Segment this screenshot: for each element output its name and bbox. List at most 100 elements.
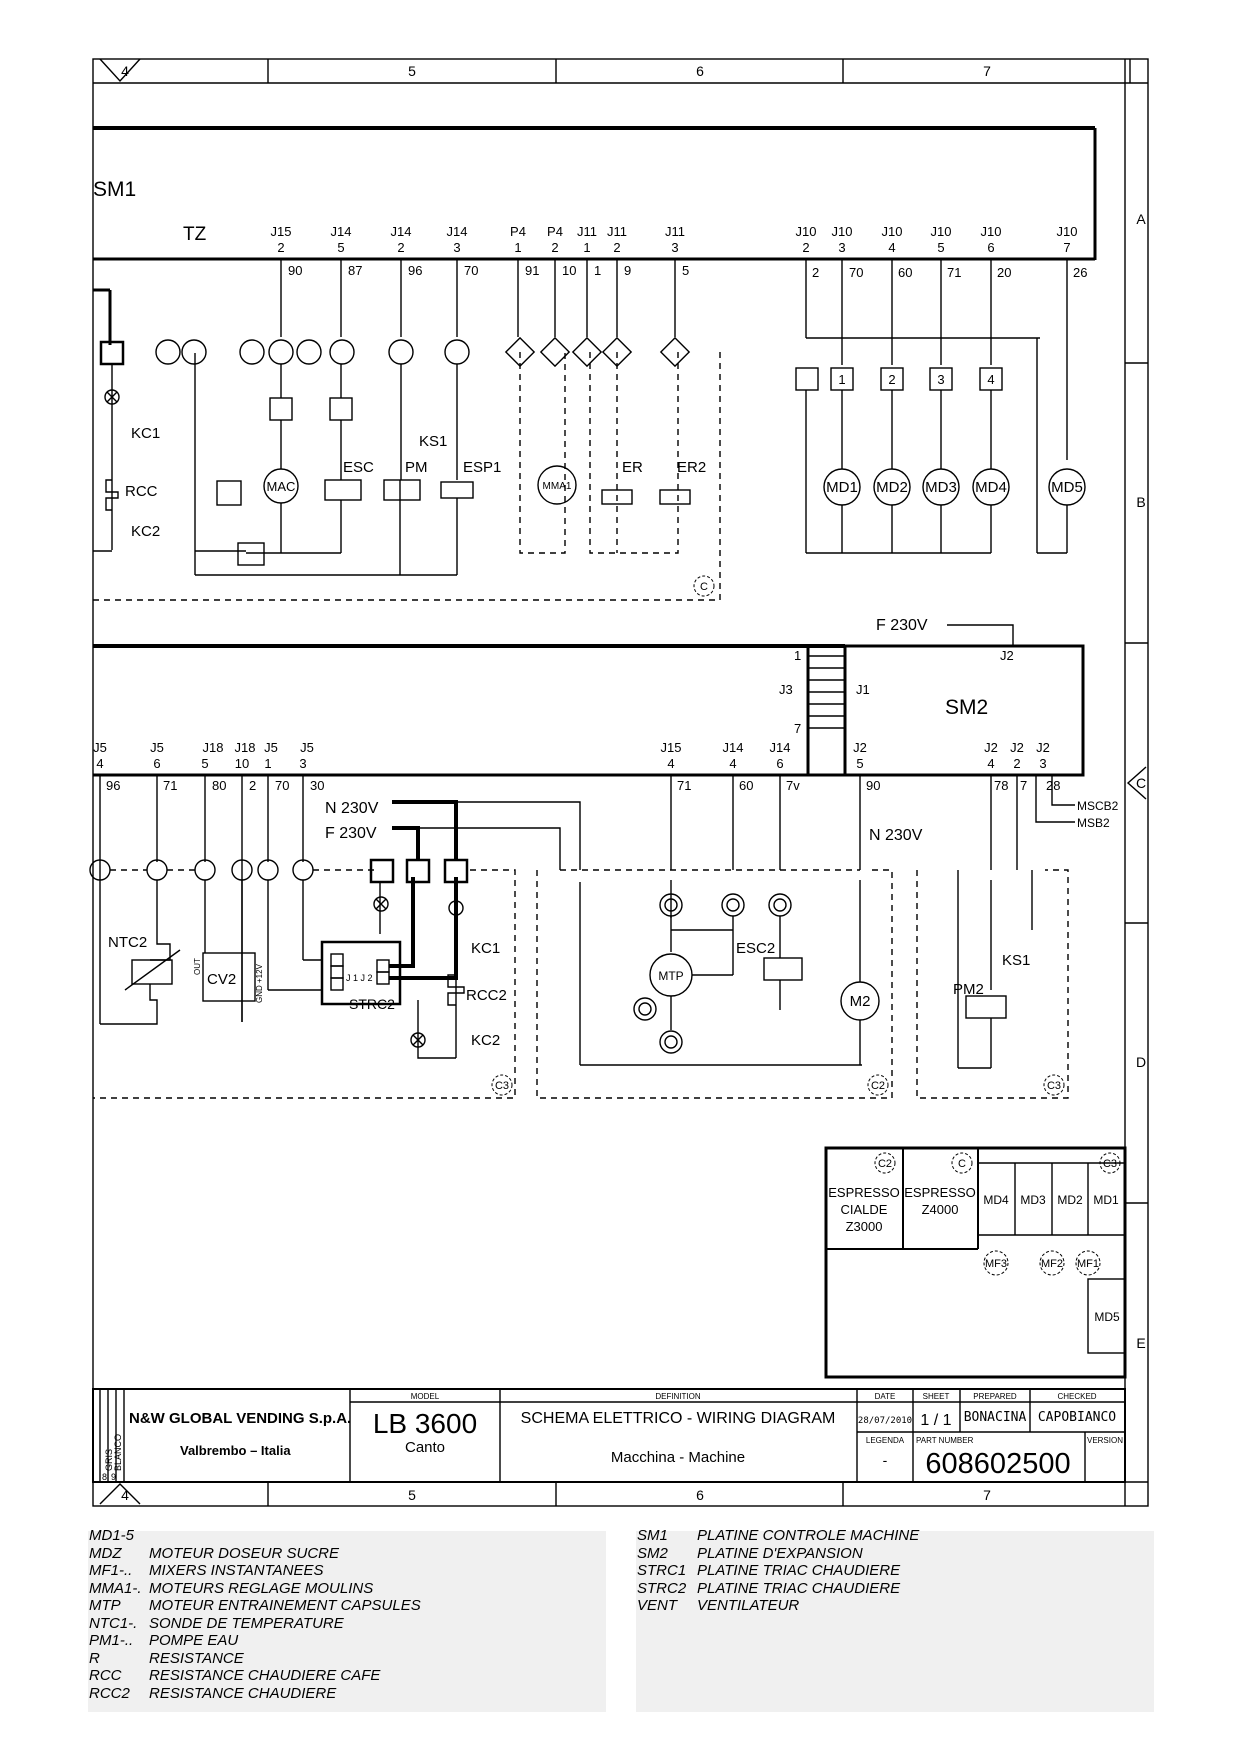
- legend-description: PLATINE TRIAC CHAUDIERE: [697, 1562, 901, 1579]
- sm1-pin: 1: [514, 240, 521, 255]
- sm2-conn: J18: [203, 740, 224, 755]
- n-supply-2-label: N 230V: [869, 827, 923, 844]
- md-terminal-1: 1: [838, 372, 845, 387]
- legend-code: STRC2: [637, 1579, 687, 1597]
- sm1-conn-j11a: J11: [577, 224, 597, 239]
- sm1-wire: 90: [288, 263, 302, 278]
- mscb2-label: MSCB2: [1077, 799, 1119, 813]
- sm2-j3-j1-lines: [808, 655, 845, 729]
- sm2-wire-labels: 96 71 80 2 70 30 71 60 7v 90 78 7 28: [106, 778, 1060, 793]
- f-supply-label: F 230V: [325, 825, 377, 842]
- vt-md3: MD3: [1020, 1193, 1046, 1207]
- sm1-pin-drops: [280, 259, 1068, 460]
- col-label-5: 5: [408, 63, 416, 79]
- m2-label: M2: [850, 993, 871, 1010]
- sm2-conn: J5: [264, 740, 278, 755]
- legend-description: MOTEUR ENTRAINEMENT CAPSULES: [149, 1597, 421, 1614]
- sm1-wire: 2: [812, 265, 819, 280]
- sm2-conn: J14: [770, 740, 791, 755]
- legend-code: RCC: [89, 1667, 122, 1684]
- sm2-pin: 6: [776, 756, 783, 771]
- sm1-conn-j10a: J10: [796, 224, 817, 239]
- sm2-pin7-label: 7: [794, 721, 801, 736]
- sm2-pin: 10: [235, 756, 249, 771]
- sm2-supply-label: F 230V: [876, 617, 928, 634]
- side-tag-blanco: BLANCO: [113, 1434, 123, 1471]
- kc2-top-label: KC2: [131, 523, 160, 540]
- sm1-wire-labels: 90 87 96 70 91 10 1 9 5 2 70 60 71 20 26: [288, 263, 1087, 280]
- top-connector-row: [155, 339, 470, 365]
- sm2-conn: J18: [235, 740, 256, 755]
- sm2-conn: J5: [150, 740, 164, 755]
- legend-description: SONDE DE TEMPERATURE: [149, 1614, 344, 1632]
- rcc-top-label: RCC: [125, 483, 158, 500]
- sm1-conn-j11b: J11: [607, 224, 627, 239]
- sm1-conn-j14c: J14: [447, 224, 468, 239]
- legend-code: MF1-..: [89, 1562, 133, 1579]
- sm1-conn-p4a: P4: [510, 224, 526, 239]
- legend-code: SM2: [637, 1544, 668, 1562]
- sm2-pin-labels: 4 6 5 10 1 3 4 4 6 5 4 2 3: [96, 756, 1046, 771]
- sm2-wire: 7: [1020, 778, 1027, 793]
- vt-c3-tag: C3: [1103, 1158, 1117, 1170]
- sm1-conn-j14b: J14: [391, 224, 412, 239]
- legend-right-panel: [636, 1531, 1154, 1712]
- model-name: LB 3600: [373, 1408, 477, 1439]
- mma1-motor: [537, 465, 577, 505]
- vt-col-c2-line2: CIALDE: [841, 1202, 888, 1217]
- vt-col-c2-line3: Z3000: [846, 1219, 883, 1234]
- definition-title: SCHEMA ELETTRICO - WIRING DIAGRAM: [521, 1410, 836, 1427]
- sm1-conn-j14a: J14: [331, 224, 352, 239]
- sm2-conn: J14: [723, 740, 744, 755]
- model-sub: Canto: [405, 1439, 445, 1456]
- vt-c2-tag: C2: [878, 1158, 892, 1170]
- col-label-7-bottom: 7: [983, 1487, 991, 1503]
- sm1-wire: 87: [348, 263, 362, 278]
- sm2-pin: 4: [729, 756, 736, 771]
- sm2-pin: 6: [153, 756, 160, 771]
- cloud-tag-c2: C2: [871, 1080, 885, 1092]
- title-block: [92, 1388, 1126, 1483]
- sm2-wire: 28: [1046, 778, 1060, 793]
- kc1-top-label: KC1: [131, 425, 160, 442]
- sm2-conn: J2: [984, 740, 998, 755]
- vt-col-c2-line1: ESPRESSO: [828, 1185, 900, 1200]
- vt-c-tag: C: [958, 1158, 966, 1170]
- sm2-j3-label: J3: [779, 682, 793, 697]
- row-label-b: B: [1136, 494, 1145, 510]
- md-terminal-3: 3: [937, 372, 944, 387]
- md-labels: MD1 MD2 MD3 MD4 MD5: [826, 479, 1083, 496]
- msb2-label: MSB2: [1077, 816, 1110, 830]
- sm1-pin: 2: [397, 240, 404, 255]
- legend-description: MOTEUR DOSEUR SUCRE: [149, 1544, 340, 1562]
- col-label-4: 4: [121, 63, 129, 79]
- sm1-pin: 7: [1063, 240, 1070, 255]
- strc2-label: STRC2: [349, 996, 395, 1012]
- vt-mf2: MF2: [1041, 1258, 1063, 1270]
- sm1-pin: 3: [453, 240, 460, 255]
- sm1-wire: 70: [849, 265, 863, 280]
- vt-md1: MD1: [1093, 1193, 1119, 1207]
- sm2-pin: 4: [96, 756, 103, 771]
- sm1-wire: 91: [525, 263, 539, 278]
- esp1-label: ESP1: [463, 459, 501, 476]
- company-name: N&W GLOBAL VENDING S.p.A.: [129, 1410, 351, 1427]
- legenda-caption: LEGENDA: [866, 1436, 905, 1445]
- prepared-caption: PREPARED: [973, 1392, 1017, 1401]
- sm2-pin: 2: [1013, 756, 1020, 771]
- part-number-caption: PART NUMBER: [916, 1436, 974, 1445]
- vt-col-c-line1: ESPRESSO: [904, 1185, 976, 1200]
- sm1-conn-j10f: J10: [1057, 224, 1078, 239]
- legend-description: MIXERS INSTANTANEES: [149, 1562, 324, 1579]
- md-terminal-2: 2: [888, 372, 895, 387]
- sm2-conn: J5: [300, 740, 314, 755]
- cloud-tag-c3-left: C3: [495, 1080, 509, 1092]
- sm2-wire: 2: [249, 778, 256, 793]
- sm2-wire: 70: [275, 778, 289, 793]
- sm2-board: [843, 644, 1085, 777]
- sm2-conn: J5: [93, 740, 107, 755]
- legend-code: MD1-5: [89, 1527, 135, 1544]
- col-label-6: 6: [696, 63, 704, 79]
- date-caption: DATE: [875, 1392, 896, 1401]
- version-caption: VERSION: [1087, 1436, 1123, 1445]
